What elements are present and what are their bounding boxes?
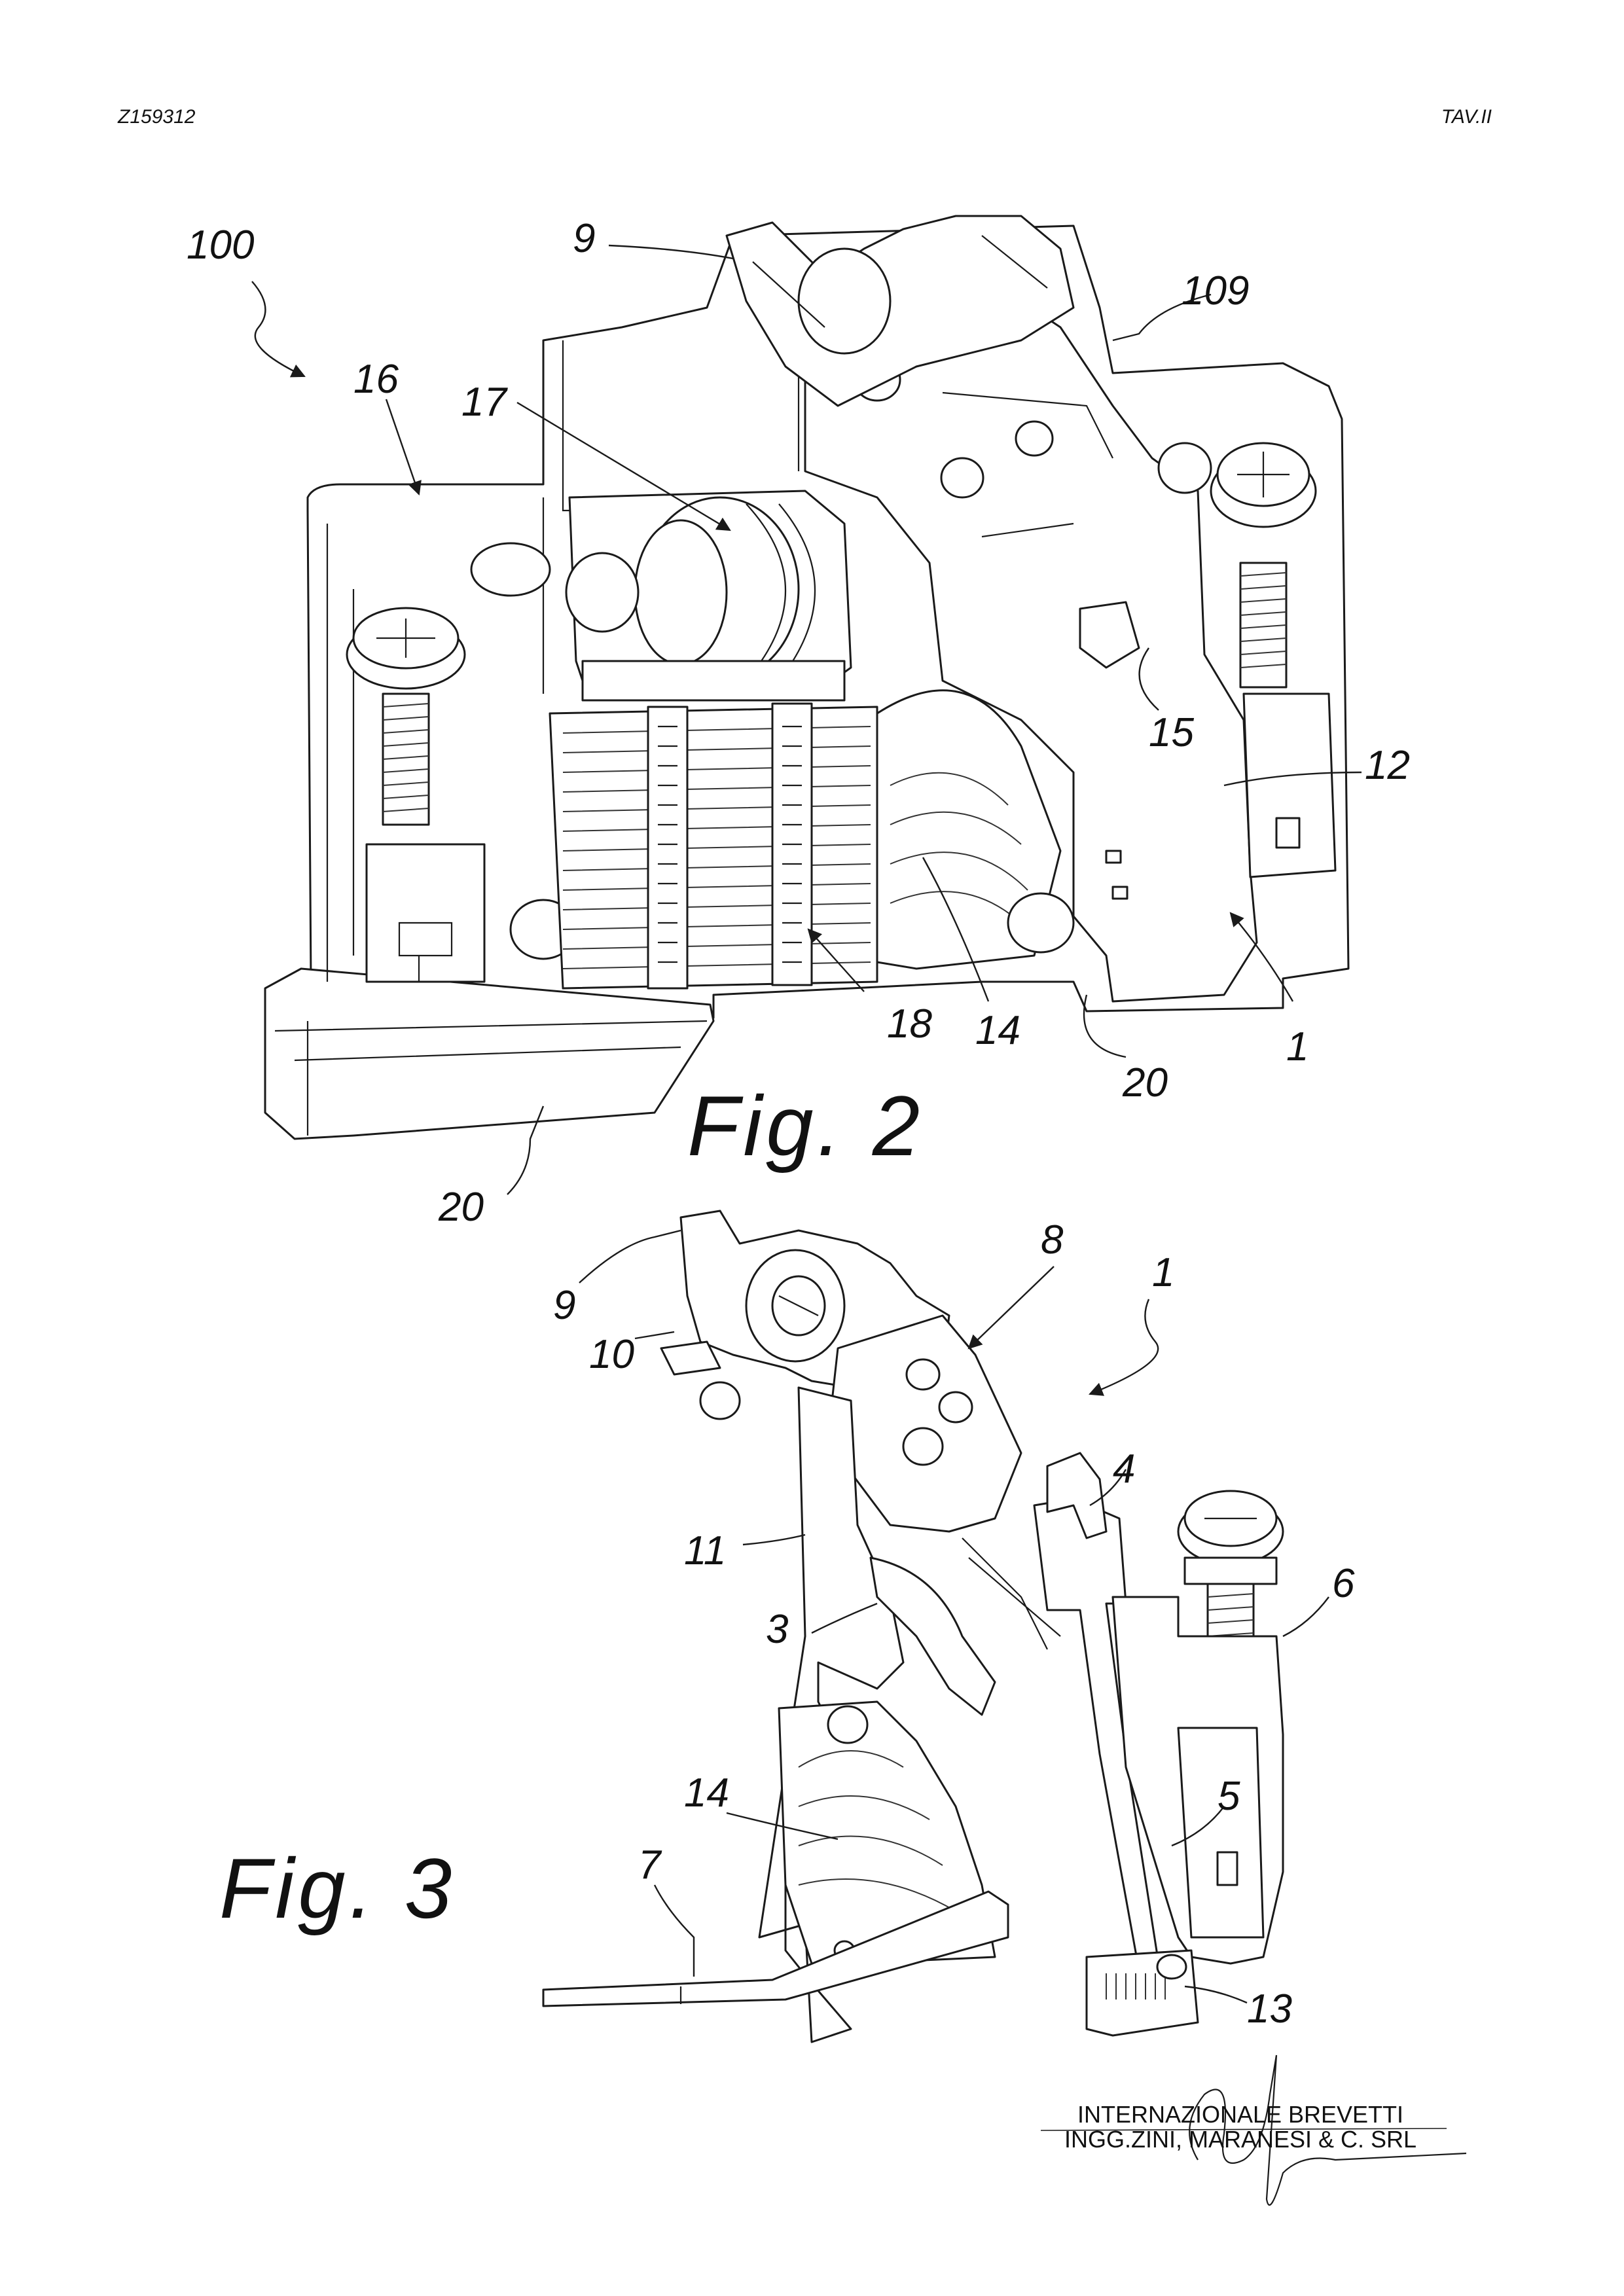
fig3-ref-9: 9	[553, 1283, 575, 1328]
fig3-ref-13: 13	[1247, 1986, 1292, 2032]
fig2-ref-100: 100	[187, 223, 254, 268]
fig2-ref-17: 17	[461, 380, 508, 425]
fig2-ref-18: 18	[887, 1001, 932, 1047]
fig3-ref-7: 7	[638, 1842, 662, 1888]
fig2-ref-15: 15	[1149, 710, 1194, 755]
fig2-ref-109: 109	[1182, 268, 1249, 314]
fig3-ref-11: 11	[684, 1528, 726, 1573]
fig3-ref-10: 10	[589, 1332, 634, 1377]
stamp-line-1: INTERNAZIONALE BREVETTI	[1038, 2102, 1443, 2127]
fig2-ref-16: 16	[353, 357, 399, 402]
fig3-ref-1: 1	[1152, 1250, 1174, 1295]
attorney-stamp: INTERNAZIONALE BREVETTI INGG.ZINI, MARAN…	[1038, 2102, 1443, 2152]
fig2-label: Fig. 2	[687, 1078, 924, 1174]
fig2-ref-20-left: 20	[438, 1185, 484, 1230]
fig2-ref-9: 9	[573, 216, 595, 261]
fig2-ref-1: 1	[1286, 1024, 1308, 1069]
fig3-label: Fig. 3	[219, 1840, 456, 1936]
fig3-lever-plate	[831, 1316, 1021, 1532]
fig3-ref-14: 14	[684, 1770, 729, 1816]
fig2-coil	[566, 491, 851, 700]
fig2-arc-chute	[550, 691, 1074, 988]
fig2-ref-20-right: 20	[1122, 1060, 1168, 1105]
fig2-ref-12: 12	[1365, 743, 1410, 788]
fig3-ref-6: 6	[1332, 1561, 1355, 1606]
fig3-ref-5: 5	[1218, 1774, 1240, 1819]
stamp-line-2: INGG.ZINI, MARANESI & C. SRL	[1038, 2127, 1443, 2152]
fig2-drawing	[265, 216, 1348, 1139]
fig2-ref-14: 14	[975, 1008, 1020, 1053]
fig3-ref-8: 8	[1041, 1217, 1064, 1263]
fig3-spring	[1087, 1950, 1198, 2036]
fig3-ref-4: 4	[1113, 1446, 1135, 1492]
fig3-ref-3: 3	[766, 1607, 788, 1652]
